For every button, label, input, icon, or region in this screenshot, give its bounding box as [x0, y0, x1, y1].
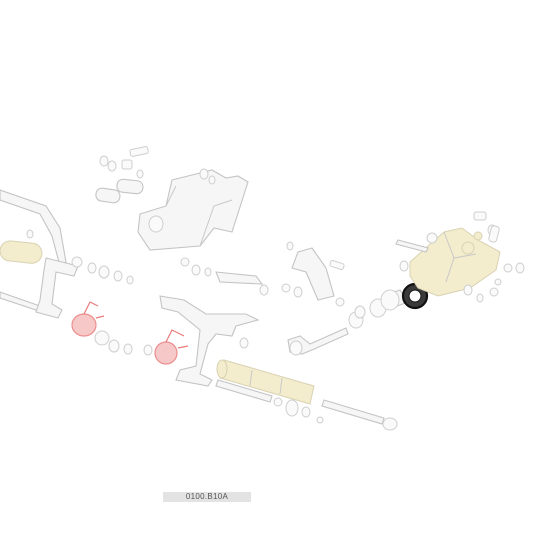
left-pedal-arm [35, 256, 83, 319]
mounting-bracket [137, 168, 249, 251]
upper-bolt [99, 146, 149, 172]
connecting-link [215, 271, 269, 296]
master-cylinder [409, 227, 501, 297]
upper-bushing-left [95, 187, 121, 204]
left-spring [71, 301, 105, 337]
middle-washer [143, 257, 249, 356]
left-tan-bushing [0, 240, 43, 264]
main-tan-shaft [216, 359, 315, 405]
center-washers [348, 298, 387, 329]
cylinder-fittings [395, 211, 525, 303]
middle-pedal-arm [159, 295, 260, 387]
left-spring-washers [94, 330, 133, 355]
middle-spring [154, 329, 189, 365]
center-linkage [281, 241, 345, 307]
highlighted-seal-ring [401, 282, 429, 310]
piston [380, 289, 409, 311]
left-washers [26, 229, 134, 285]
upper-bushing-right [116, 169, 144, 195]
part-code-label: 0100.B10A [163, 492, 251, 502]
long-bolt [321, 399, 398, 431]
clevis-rod [287, 327, 349, 356]
main-rod [215, 379, 324, 424]
